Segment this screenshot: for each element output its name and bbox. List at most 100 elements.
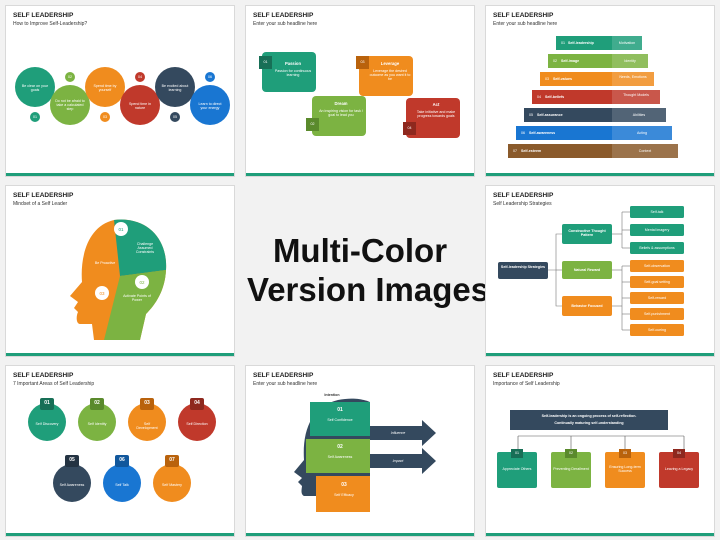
slide-thumb-strategies[interactable]: SELF LEADERSHIP Self Leadership Strategi… [486,186,714,356]
layer-num: 02 [337,444,343,450]
step-note: Needs, Emotions [619,75,647,79]
step-label: Self-beliefs [545,95,565,99]
area-text: Self Discovery [35,422,59,426]
area-text: Self Development [136,422,158,431]
bubble-text: Be clear on your goals [21,84,49,93]
step-note: Identity [624,59,636,63]
bubble-num: 06 [208,75,212,79]
area-num: 05 [69,457,75,463]
slide-title: SELF LEADERSHIP [13,372,74,379]
importance-num: 02 [569,451,573,455]
box-num: 01 [263,60,268,64]
bubble-diagram [15,67,230,125]
slide-title: SELF LEADERSHIP [253,12,314,19]
area-text: Self Identity [87,422,107,426]
step-label: Self-awareness [529,131,556,135]
arrow-label: Impact [392,459,404,463]
step-label: Self-assurance [537,113,563,117]
mindset-num: 03 [99,291,105,296]
area-text: Self Mastery [162,483,182,487]
tree-leaf: Self-observation [644,264,670,268]
tree-leaf: Self-talk [650,210,664,214]
bubble-num: 04 [138,75,142,79]
importance-num: 04 [677,451,681,455]
slide-thumb-seven-areas[interactable]: SELF LEADERSHIP 7 Important Areas of Sel… [6,366,234,536]
banner-line: Self-leadership is an ongoing process of… [541,414,637,418]
box-text: Take initiative and make progress toward… [416,110,456,119]
slide-subtitle: Enter your sub headline here [253,381,318,387]
step-note: Context [638,149,652,153]
slide-subtitle: 7 Important Areas of Self Leadership [13,381,95,387]
area-num: 06 [119,457,125,463]
slide-title: SELF LEADERSHIP [493,12,554,19]
box-text: Passion for continuous learning [274,69,312,78]
tree-leaf: Self-goal setting [644,280,670,284]
slide-thumb-how-to-improve[interactable]: SELF LEADERSHIP How to Improve Self-Lead… [6,6,234,176]
bubble-text: Be excited about learning [161,84,189,93]
bubble-text: Do not be afraid to take a calculated st… [55,99,85,112]
slide-subtitle: Importance of Self Leadership [493,381,560,387]
mindset-text: Activate Points of Power [123,294,151,303]
slide-title: SELF LEADERSHIP [493,192,554,199]
slide-title: SELF LEADERSHIP [13,12,74,19]
layered-head-diagram [294,398,436,512]
slide-thumb-importance[interactable]: SELF LEADERSHIP Importance of Self Leade… [486,366,714,536]
arrow-label: Influence [390,431,406,435]
tree-branch: Behavior Focused [571,304,603,308]
slide-thumb-mindset[interactable]: SELF LEADERSHIP Mindset of a Self Leader… [6,186,234,356]
mindset-text: Be Proactive [94,261,116,265]
slide-subtitle: Mindset of a Self Leader [13,201,68,207]
step-note: Abilities [632,113,646,117]
box-text: Leverage the desired outcome as you want… [369,69,411,82]
bubble-num: 03 [103,115,107,119]
area-text: Self Talk [115,483,129,487]
mindset-num: 02 [139,280,145,285]
tree-leaf: Self-punishment [644,312,670,316]
area-num: 03 [144,400,150,406]
tree-branch: Constructive Thought Pattern [568,229,606,238]
area-text: Self Direction [186,422,208,426]
page-title-line-2: Version Images [247,270,490,308]
step-label: Self-esteem [521,149,542,153]
step-num: 07 [513,149,517,153]
slide-subtitle: Enter your sub headline here [253,21,318,27]
tree-leaf: Mental imagery [644,228,670,232]
bubble-num: 05 [173,115,177,119]
area-num: 01 [44,400,50,406]
step-num: 05 [529,113,533,117]
staircase-diagram [508,36,678,158]
box-num: 02 [310,122,315,126]
bubble-text: Spend time in nature [129,102,151,111]
box-num: 03 [360,60,365,64]
mindset-text: Challenge Assumed Constraints [135,242,155,255]
step-note: Thought Models [623,93,649,97]
layer-text: Self Efficacy [334,493,354,497]
slide-subtitle: Self Leadership Strategies [493,201,552,207]
step-num: 04 [537,95,541,99]
layer-num: 01 [337,407,343,413]
bubble-num: 01 [33,115,37,119]
area-num: 04 [194,400,200,406]
page-title: Multi-Color Version Images [247,232,490,310]
circle-grid-diagram [28,398,216,502]
area-num: 07 [169,457,175,463]
slide-title: SELF LEADERSHIP [253,372,314,379]
slide-title: SELF LEADERSHIP [493,372,554,379]
step-label: Self-values [553,77,572,81]
tree-root: Self-leadership Strategies [500,265,546,269]
step-note: Acting [637,131,647,135]
bubble-num: 02 [68,75,72,79]
slide-thumb-passion-dream[interactable]: SELF LEADERSHIP Enter your sub headline … [246,6,474,176]
bubble-text: Learn to direct your energy [198,102,222,111]
box-text: An inspiring vision for task / goal to l… [319,109,363,118]
slide-thumb-intention-head[interactable]: SELF LEADERSHIP Enter your sub headline … [246,366,474,536]
slide-subtitle: How to Improve Self-Leadership? [13,21,88,27]
box-head: Dream [334,101,348,106]
area-num: 02 [94,400,100,406]
importance-text: Appreciate Others [502,467,532,471]
intention-label: Intention [324,393,340,397]
area-text: Self Awareness [59,483,85,487]
mindset-num: 01 [118,227,124,232]
bubble-text: Spend time by yourself [93,84,117,93]
slide-thumb-self-pyramid[interactable]: SELF LEADERSHIP Enter your sub headline … [486,6,714,176]
